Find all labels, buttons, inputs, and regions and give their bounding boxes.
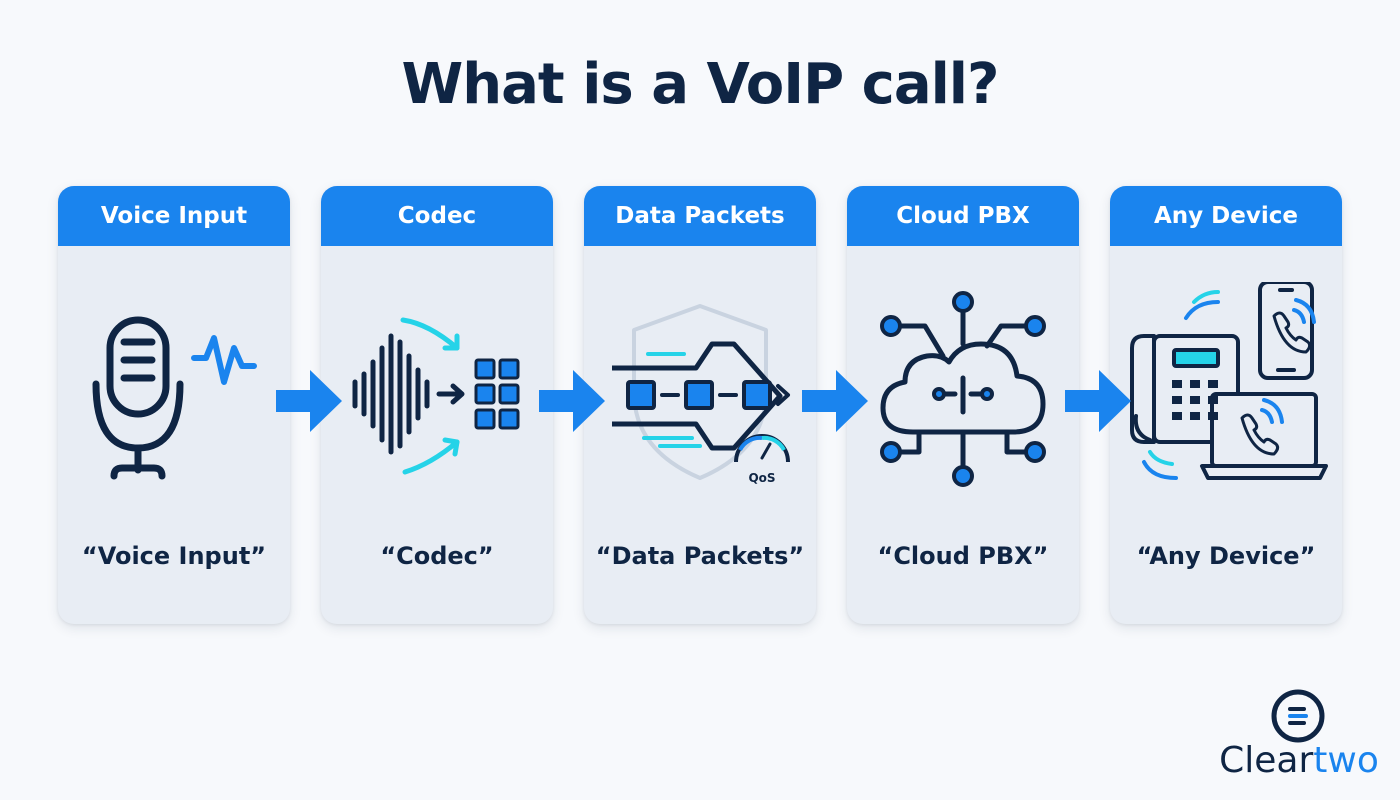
step-caption: “Data Packets”	[595, 542, 805, 570]
qos-gauge-icon	[734, 434, 790, 463]
step-card-cloud-pbx: Cloud PBX “Cloud PBX”	[847, 186, 1079, 624]
step-header: Voice Input	[58, 186, 290, 246]
step-caption: “Cloud PBX”	[877, 542, 1049, 570]
page-title: What is a VoIP call?	[401, 52, 1000, 117]
arrow-right-icon	[802, 370, 868, 432]
logo-text-accent: two	[1313, 740, 1379, 781]
step-card-data-packets: Data Packets QoS “Data Packets”	[584, 186, 816, 624]
data-packets-icon: QoS	[612, 304, 790, 485]
cloud-network-icon	[880, 291, 1046, 487]
logo-wordmark: Cleartwo	[1214, 740, 1384, 781]
qos-label: QoS	[748, 471, 775, 485]
step-card-voice-input: Voice Input “Voice Input”	[58, 186, 290, 624]
arrow-right-icon	[539, 370, 605, 432]
logo-mark-icon	[1271, 689, 1325, 743]
arrow-right-icon	[1065, 370, 1131, 432]
arrow-right-icon	[276, 370, 342, 432]
step-caption: “Codec”	[380, 542, 494, 570]
step-header: Any Device	[1110, 186, 1342, 246]
codec-icon	[352, 317, 520, 475]
step-header: Cloud PBX	[847, 186, 1079, 246]
devices-icon	[1130, 282, 1328, 480]
step-card-codec: Codec “Codec”	[321, 186, 553, 624]
step-header: Codec	[321, 186, 553, 246]
step-caption: “Voice Input”	[81, 542, 267, 570]
microphone-icon	[92, 316, 257, 480]
step-caption: “Any Device”	[1136, 542, 1316, 570]
logo-text-main: Clear	[1219, 740, 1314, 781]
cleartwo-logo: Cleartwo	[1214, 688, 1384, 788]
step-card-any-device: Any Device	[1110, 186, 1342, 624]
step-header: Data Packets	[584, 186, 816, 246]
